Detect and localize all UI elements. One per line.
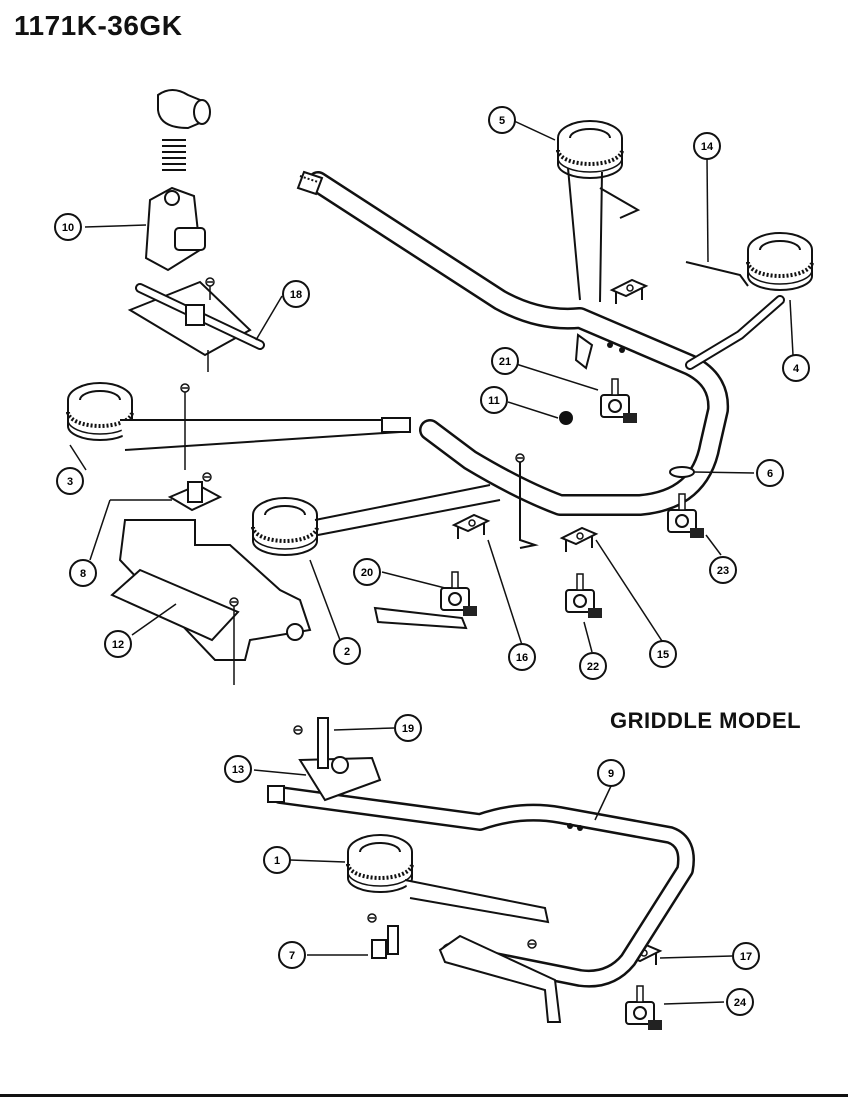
svg-text:19: 19 — [402, 723, 414, 735]
valve-21 — [600, 378, 638, 424]
washer-6 — [669, 466, 695, 478]
burner-5 — [556, 119, 641, 370]
callout-1: 1 — [263, 846, 291, 874]
callout-6: 6 — [756, 459, 784, 487]
svg-text:11: 11 — [488, 395, 500, 407]
regulator-10 — [144, 89, 211, 272]
svg-text:13: 13 — [232, 764, 244, 776]
bracket-14 — [611, 279, 647, 305]
svg-text:15: 15 — [657, 649, 669, 661]
svg-text:5: 5 — [499, 115, 505, 127]
svg-text:12: 12 — [112, 639, 124, 651]
callout-14: 14 — [693, 132, 721, 160]
callout-8: 8 — [69, 559, 97, 587]
burner-2 — [251, 484, 501, 557]
svg-text:3: 3 — [67, 476, 73, 488]
pipe-bracket-18 — [127, 277, 265, 372]
callout-4: 4 — [782, 354, 810, 382]
svg-text:16: 16 — [516, 652, 528, 664]
callout-20: 20 — [353, 558, 381, 586]
manifold-pipe — [296, 170, 730, 516]
callout-3: 3 — [56, 467, 84, 495]
callout-23: 23 — [709, 556, 737, 584]
svg-text:21: 21 — [499, 356, 511, 368]
bracket-15 — [561, 527, 597, 553]
svg-text:2: 2 — [344, 646, 350, 658]
svg-text:9: 9 — [608, 768, 614, 780]
svg-text:10: 10 — [62, 222, 74, 234]
callout-19: 19 — [394, 714, 422, 742]
svg-text:22: 22 — [587, 661, 599, 673]
svg-text:4: 4 — [793, 363, 800, 375]
svg-text:20: 20 — [361, 567, 373, 579]
griddle-bracket-13-19 — [293, 717, 382, 802]
svg-text:23: 23 — [717, 565, 729, 577]
valve-24 — [625, 985, 663, 1031]
callout-24: 24 — [726, 988, 754, 1016]
svg-text:7: 7 — [289, 950, 295, 962]
callout-5: 5 — [488, 106, 516, 134]
callout-18: 18 — [282, 280, 310, 308]
svg-text:17: 17 — [740, 951, 752, 963]
callout-7: 7 — [278, 941, 306, 969]
svg-text:8: 8 — [80, 568, 86, 580]
griddle-bracket — [438, 934, 562, 1023]
svg-text:24: 24 — [734, 997, 747, 1009]
valve-20 — [373, 571, 478, 630]
griddle-thermocouple-7 — [367, 913, 399, 959]
bottom-rule — [0, 1094, 848, 1097]
callout-2: 2 — [333, 637, 361, 665]
callout-16: 16 — [508, 643, 536, 671]
callout-13: 13 — [224, 755, 252, 783]
svg-text:18: 18 — [290, 289, 302, 301]
callout-10: 10 — [54, 213, 82, 241]
svg-text:6: 6 — [767, 468, 773, 480]
burner-4 — [685, 231, 814, 370]
callout-21: 21 — [491, 347, 519, 375]
valve-22 — [565, 573, 603, 619]
callout-12: 12 — [104, 630, 132, 658]
svg-text:14: 14 — [701, 141, 714, 153]
callout-11: 11 — [480, 386, 508, 414]
diagram-title: 1171K-36GK — [14, 10, 183, 41]
callout-17: 17 — [732, 942, 760, 970]
bracket-16 — [453, 514, 489, 540]
griddle-manifold-9 — [267, 785, 695, 988]
callout-15: 15 — [649, 640, 677, 668]
leader-lines — [69, 119, 794, 1005]
callout-9: 9 — [597, 759, 625, 787]
svg-text:1: 1 — [274, 855, 280, 867]
griddle-model-label: GRIDDLE MODEL — [610, 708, 802, 733]
screw-11 — [515, 411, 573, 549]
callout-22: 22 — [579, 652, 607, 680]
griddle-burner-1 — [346, 833, 550, 924]
burner-3 — [66, 381, 411, 451]
